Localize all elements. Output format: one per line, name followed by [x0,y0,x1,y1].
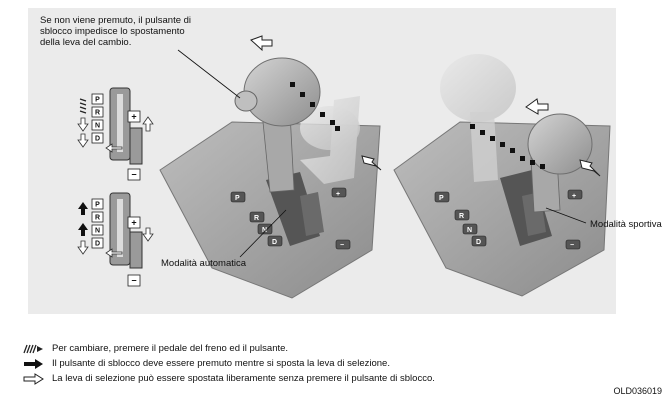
svg-text:P: P [439,195,444,202]
svg-text:−: − [570,242,574,249]
svg-text:D: D [476,239,481,246]
gate-schematic-bottom [77,192,154,269]
legend-text: Per cambiare, premere il pedale del fren… [52,343,289,354]
legend-row: Per cambiare, premere il pedale del fren… [22,341,435,356]
legend-text: La leva di selezione può essere spostata… [52,373,435,384]
reference-code: OLD036019 [613,386,662,396]
legend: Per cambiare, premere il pedale del fren… [22,341,435,386]
center-shifter: P R ND + − [159,35,382,299]
release-note-line-3: della leva del cambio. [40,37,132,48]
auto-mode-label: Modalità automatica [161,258,247,269]
legend-row: Il pulsante di sblocco deve essere premu… [22,356,435,371]
gate-schematic-top [77,87,154,165]
svg-text:+: + [336,191,340,198]
svg-text:+: + [572,193,576,200]
outline-arrow-icon [23,372,44,385]
legend-row: La leva di selezione può essere spostata… [22,371,435,386]
svg-text:N: N [467,227,472,234]
release-button-note: Se non viene premuto, il pulsante di sbl… [40,15,191,48]
svg-text:R: R [254,215,259,222]
sport-mode-label: Modalità sportiva [590,219,662,230]
svg-text:R: R [459,213,464,220]
right-shifter: P R ND + − [393,54,611,297]
legend-text: Il pulsante di sblocco deve essere premu… [52,358,390,369]
release-note-line-2: sblocco impedisce lo spostamento [40,26,185,37]
release-note-line-1: Se non viene premuto, il pulsante di [40,15,192,26]
svg-text:D: D [272,239,277,246]
svg-text:N: N [262,227,267,234]
svg-text:P: P [235,195,240,202]
svg-text:−: − [340,242,344,249]
hatched-arrow-icon [23,344,43,353]
solid-arrow-icon [24,358,43,369]
